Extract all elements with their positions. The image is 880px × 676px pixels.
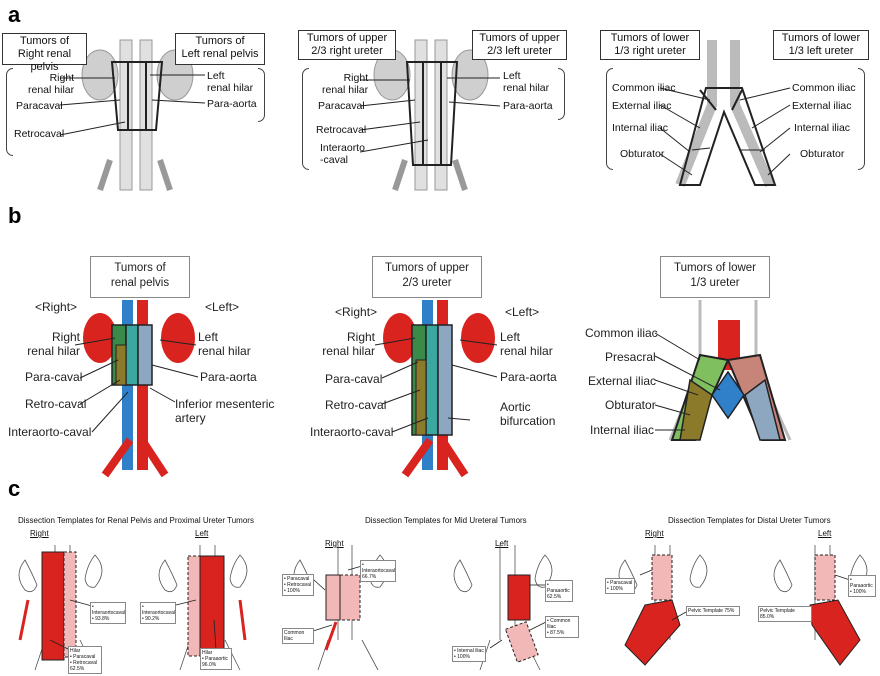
c2-note-common-iliac-left: • Common Iliac • 87.5% xyxy=(545,616,579,638)
c1-note-hilar-right: Hilar • Paracaval • Retrocaval 62.5% xyxy=(68,646,102,674)
c1-note-interaortocaval-right: • Interaortocaval • 93.8% xyxy=(90,602,126,624)
c2-note-common-iliac-right: Common Iliac xyxy=(282,628,314,644)
c3-note-pelvic-template-left: Pelvic Template 85.0% xyxy=(758,606,812,622)
c2-note-interaortocaval: • Interaortocaval 66.7% xyxy=(360,560,396,582)
c3-note-paracaval: • Paracaval • 100% xyxy=(605,578,635,594)
c3-note-pelvic-template-right: Pelvic Template 75% xyxy=(686,606,740,616)
c2-note-paracaval: • Paracaval • Retrocaval • 100% xyxy=(282,574,314,596)
c3-note-paraaortic: • Paraaortic • 100% xyxy=(848,575,876,597)
c1-note-hilar-left: Hilar • Paraaortic 96.0% xyxy=(200,648,232,670)
c1-note-interaortocaval-left: • Interaortocaval • 90.2% xyxy=(140,602,176,624)
c2-note-paraaortic: • Paraaortic 62.5% xyxy=(545,580,573,602)
c2-note-internal-iliac: • Internal iliac • 100% xyxy=(452,646,486,662)
